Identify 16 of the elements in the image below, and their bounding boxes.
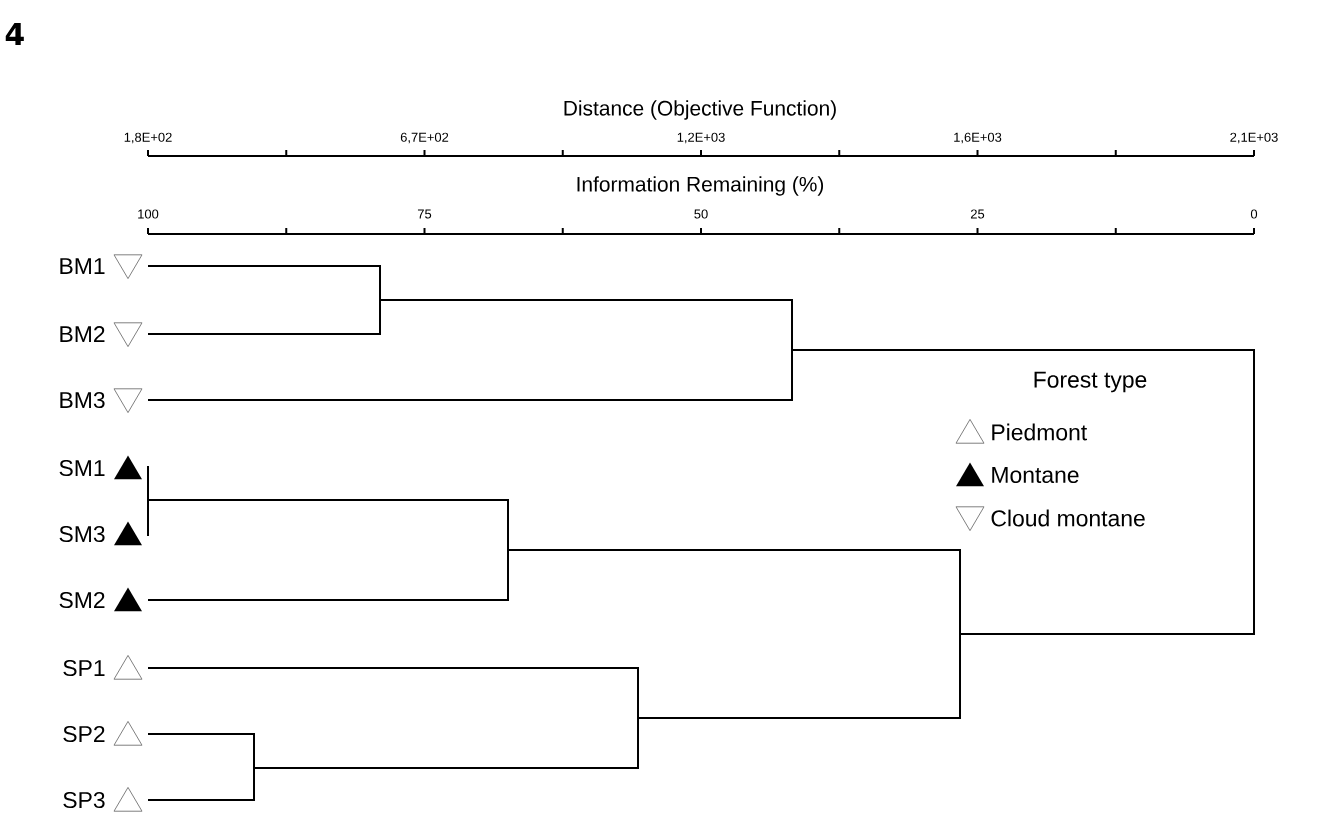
legend-label: Piedmont (992, 423, 1087, 441)
leaf-label: SM3 (59, 525, 105, 543)
leaf-label: BM1 (60, 258, 105, 274)
axis-title: Information Remaining (%) (577, 176, 824, 196)
figure-number: 4 (5, 23, 24, 45)
leaf-label: SM1 (59, 459, 105, 477)
legend-title: Forest type (1034, 371, 1147, 393)
leaf-label: SP3 (63, 791, 105, 809)
axis-title: Distance (Objective Function) (564, 100, 836, 120)
leaf-label: BM3 (60, 391, 105, 409)
legend-label: Cloud montane (991, 509, 1145, 527)
leaf-label: SP2 (63, 725, 105, 743)
leaf-label: SM2 (59, 591, 105, 609)
legend-label: Montane (992, 467, 1079, 483)
leaf-label: BM2 (60, 326, 105, 342)
leaf-label: SP1 (63, 659, 105, 677)
